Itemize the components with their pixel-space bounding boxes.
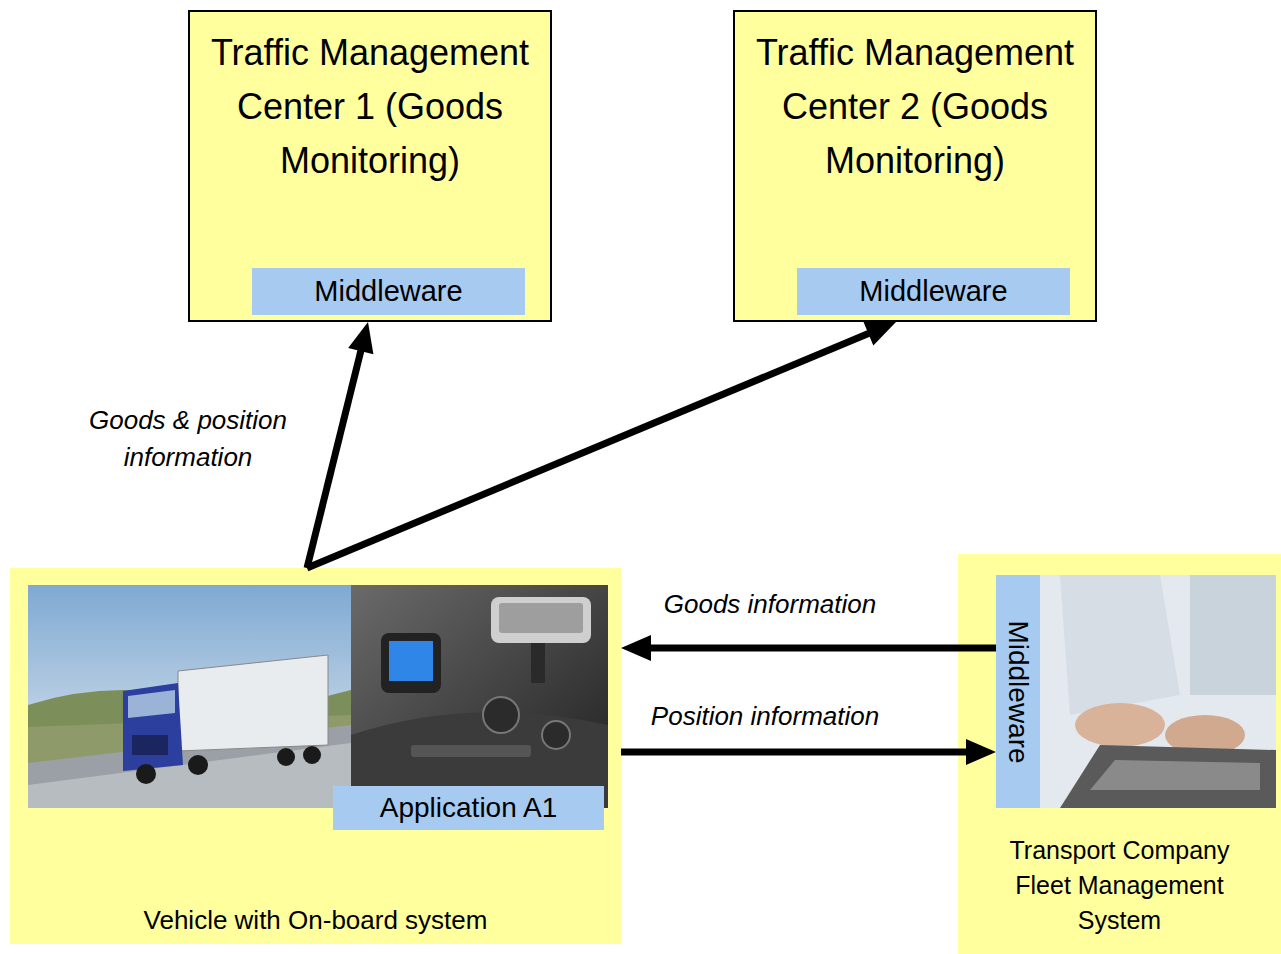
office-photo-part: [1075, 703, 1165, 747]
center-box: Traffic Management Center 1 (Goods Monit…: [188, 10, 552, 322]
middleware-box: Middleware: [996, 575, 1040, 808]
connector-line: [645, 645, 996, 652]
fleet-label: Transport Company Fleet Management Syste…: [995, 833, 1245, 938]
arrow-connector: [621, 739, 996, 765]
office-photo-part: [1040, 575, 1276, 808]
application-box: Application A1: [333, 786, 604, 830]
truck-photo-part: [178, 655, 328, 751]
office-photo-part: [1090, 760, 1260, 790]
truck-photo: [28, 585, 351, 808]
dashboard-photo-part: [351, 585, 608, 808]
application-label: Application A1: [380, 792, 557, 824]
office-photo-part: [1060, 575, 1180, 715]
arrow-head: [863, 322, 896, 346]
middleware-box: Middleware: [252, 268, 525, 315]
arrow-connector: [307, 322, 373, 568]
truck-photo-part: [28, 585, 351, 808]
center-box: Traffic Management Center 2 (Goods Monit…: [733, 10, 1097, 322]
dashboard-photo-part: [491, 597, 591, 643]
office-photo-part: [1190, 575, 1276, 695]
dashboard-photo-part: [389, 641, 433, 681]
center-title: Traffic Management Center 1 (Goods Monit…: [190, 26, 550, 188]
middleware-label: Middleware: [314, 275, 462, 308]
middleware-box: Middleware: [797, 268, 1070, 315]
connector-line: [307, 331, 874, 568]
dashboard-photo-part: [381, 633, 441, 693]
truck-photo-part: [123, 683, 183, 771]
edge-label: Position information: [610, 698, 920, 735]
connector-line: [621, 749, 972, 756]
office-photo-part: [1060, 745, 1276, 808]
truck-photo-part: [128, 690, 175, 718]
arrow-head: [621, 635, 651, 661]
dashboard-photo-part: [542, 721, 570, 749]
vehicle-label: Vehicle with On-board system: [144, 904, 488, 936]
dashboard-photo-part: [483, 697, 519, 733]
middleware-label: Middleware: [1002, 620, 1034, 763]
truck-photo-part: [136, 764, 156, 784]
truck-photo-part: [303, 746, 321, 764]
vehicle-box: Vehicle with On-board system Application …: [10, 568, 621, 944]
middleware-label: Middleware: [859, 275, 1007, 308]
edge-label: Goods & position information: [70, 402, 306, 476]
truck-photo-part: [132, 735, 168, 755]
truck-photo-part: [277, 748, 295, 766]
center-title: Traffic Management Center 2 (Goods Monit…: [735, 26, 1095, 188]
arrow-head: [348, 322, 373, 354]
dashboard-photo-part: [411, 745, 531, 757]
connector-line: [307, 345, 362, 568]
dashboard-photo-part: [499, 603, 583, 633]
truck-photo-part: [188, 755, 208, 775]
office-photo: [1040, 575, 1276, 808]
dashboard-photo-part: [531, 643, 545, 683]
arrow-connector: [307, 322, 896, 568]
dashboard-photo: [351, 585, 608, 808]
edge-label: Goods information: [620, 586, 920, 623]
arrow-connector: [621, 635, 996, 661]
fleet-box: Transport Company Fleet Management Syste…: [958, 554, 1281, 954]
truck-photo-part: [28, 743, 351, 808]
